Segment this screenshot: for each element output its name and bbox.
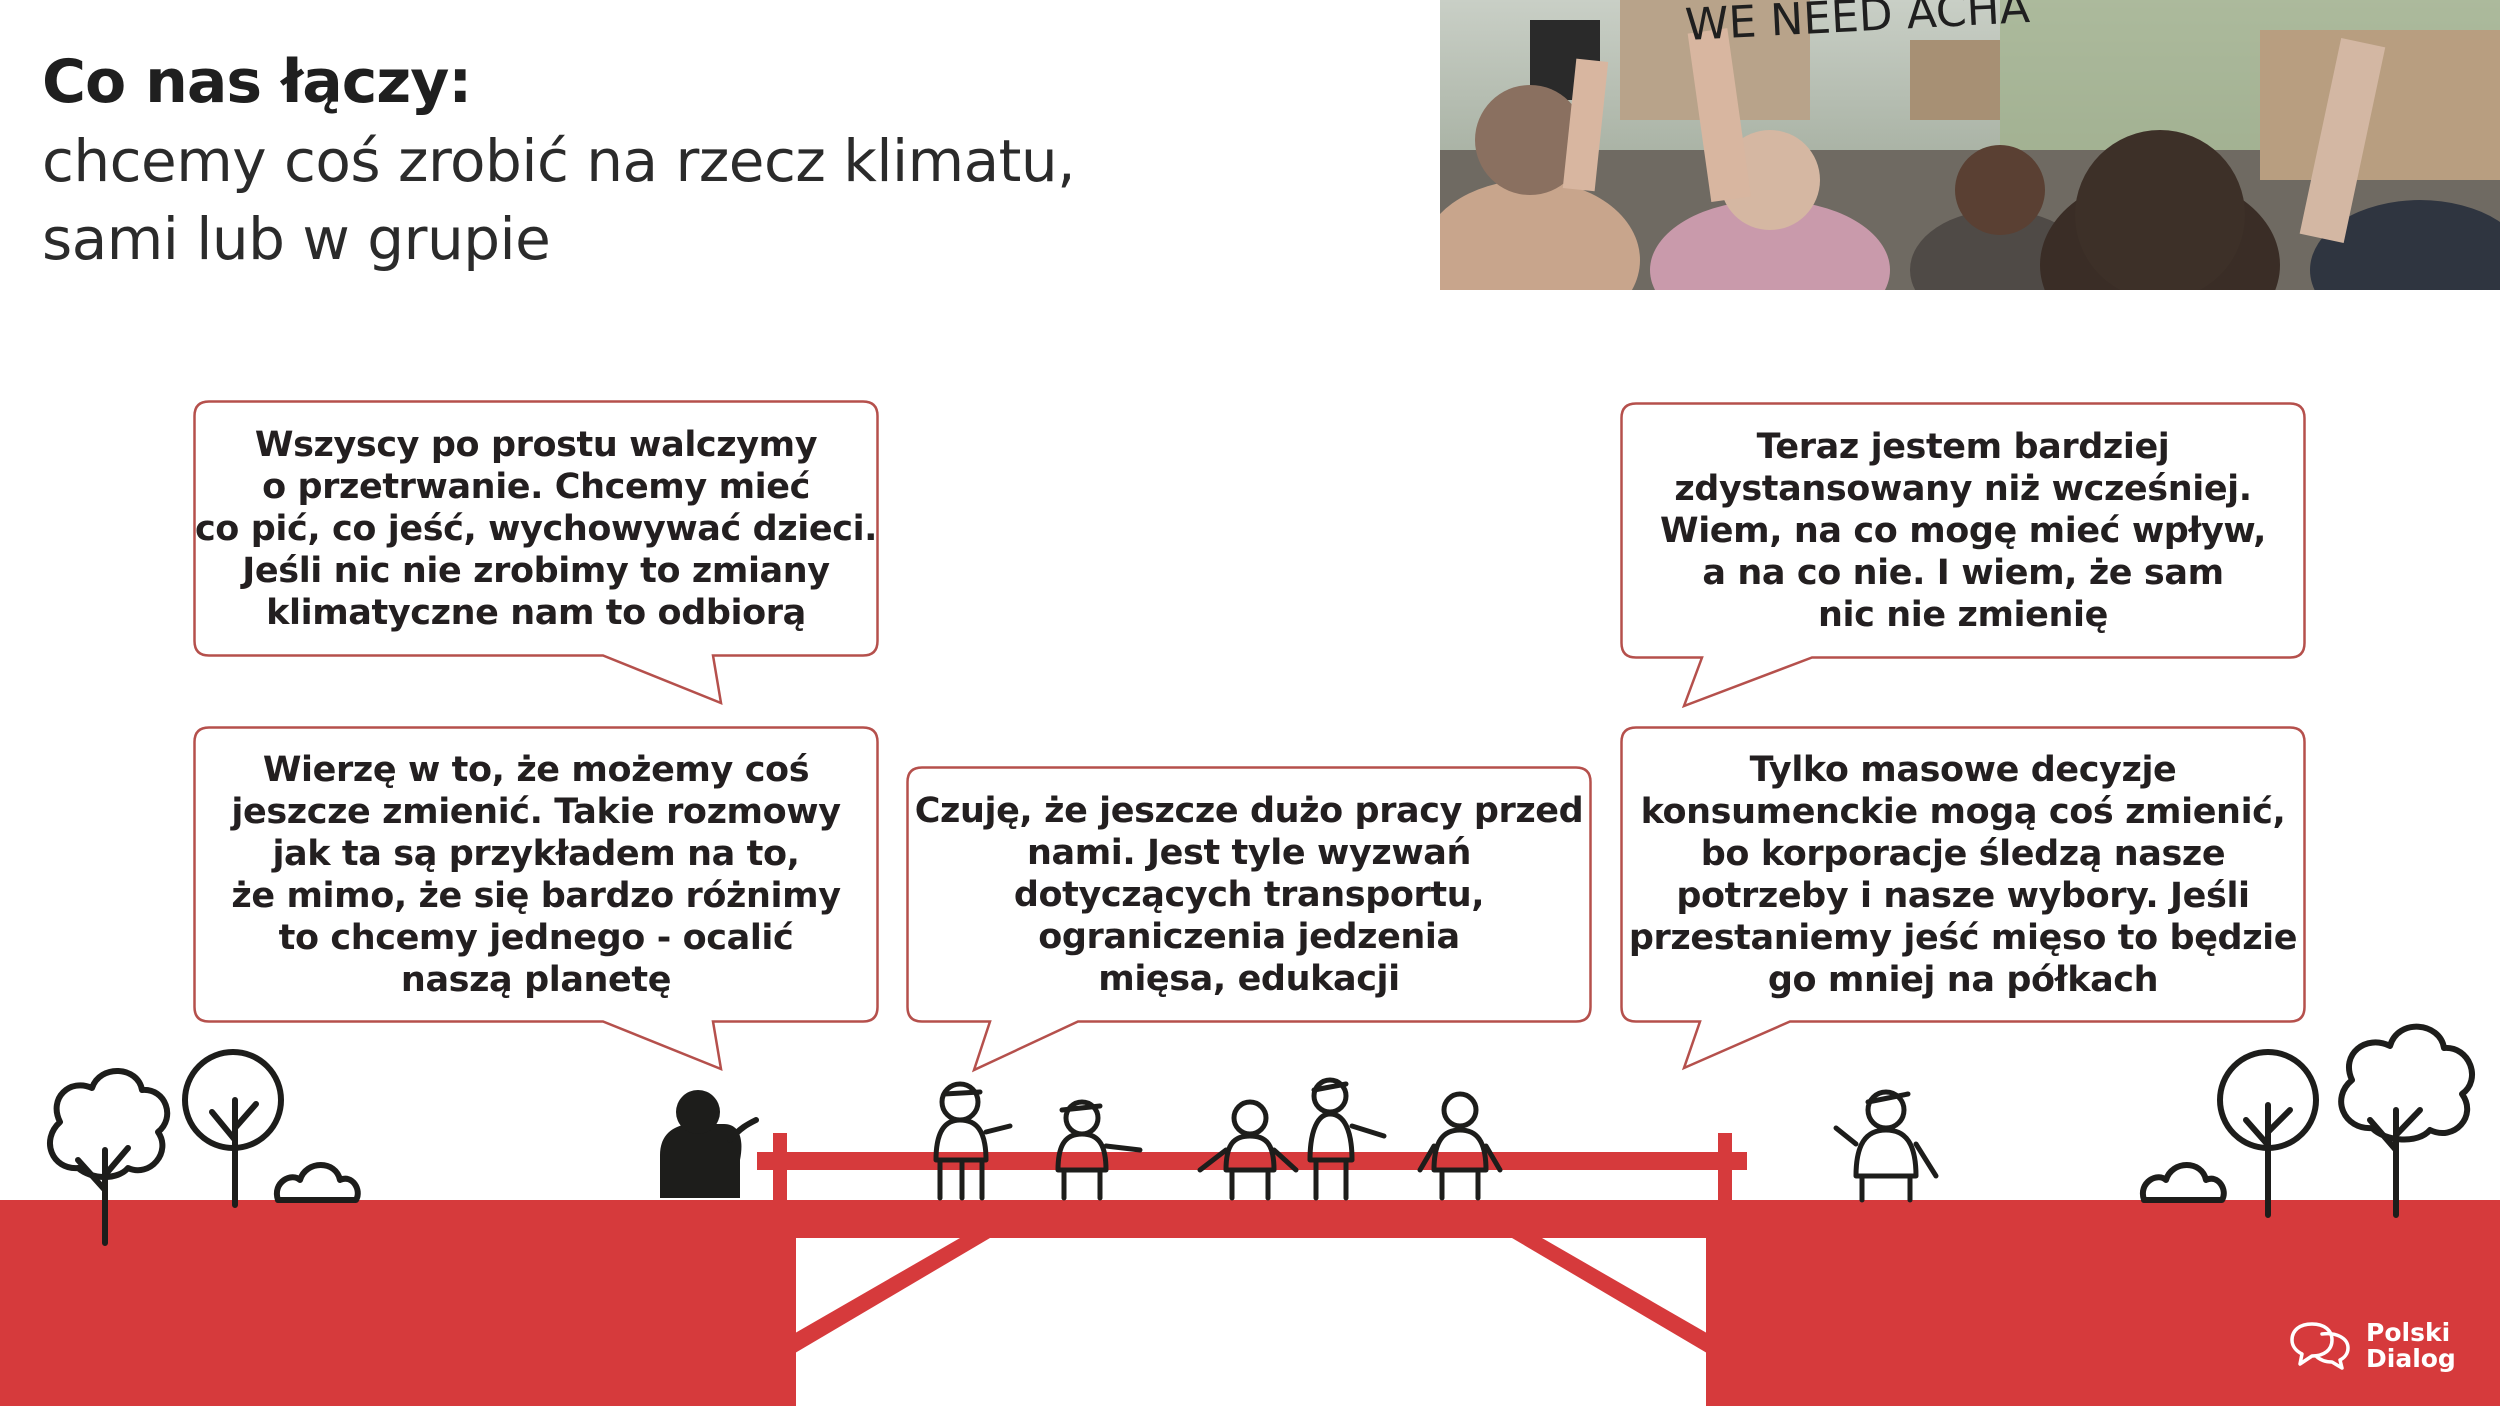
speech-bubble: Czuję, że jeszcze dużo pracy przed nami.… bbox=[906, 766, 1592, 1073]
bridge-rail bbox=[757, 1152, 1747, 1170]
speech-bubbles-icon bbox=[2290, 1322, 2350, 1370]
person-figure-icon bbox=[1055, 1099, 1143, 1201]
bridge-deck bbox=[757, 1200, 1747, 1238]
speech-bubble-text: Wierzę w to, że możemy coś jeszcze zmien… bbox=[231, 749, 841, 1000]
speech-bubble-frame bbox=[1620, 402, 2306, 709]
tree-icon bbox=[47, 1068, 171, 1246]
page-subtitle-line-2: sami lub w grupie bbox=[42, 205, 551, 273]
person-figure-icon bbox=[1197, 1099, 1299, 1201]
speech-bubble: Tylko masowe decyzje konsumenckie mogą c… bbox=[1620, 726, 2306, 1071]
page-title: Co nas łączy: bbox=[42, 47, 472, 117]
person-figure-icon bbox=[660, 1090, 759, 1198]
page-heading: Co nas łączy: chcemy coś zrobić na rzecz… bbox=[42, 42, 1402, 278]
speech-bubble-text: Tylko masowe decyzje konsumenckie mogą c… bbox=[1628, 749, 2298, 1000]
speech-bubble-frame bbox=[193, 400, 879, 705]
bush-icon bbox=[273, 1162, 361, 1203]
speech-bubble-frame bbox=[1620, 726, 2306, 1071]
logo-text: Polski Dialog bbox=[2366, 1318, 2456, 1373]
speech-bubble: Wierzę w to, że możemy coś jeszcze zmien… bbox=[193, 726, 879, 1071]
speech-bubble-text: Teraz jestem bardziej zdystansowany niż … bbox=[1660, 426, 2266, 635]
person-figure-icon bbox=[1417, 1091, 1503, 1201]
speech-bubble: Wszyscy po prostu walczymy o przetrwanie… bbox=[193, 400, 879, 705]
speech-bubble-text: Wszyscy po prostu walczymy o przetrwanie… bbox=[194, 424, 878, 633]
river-gap bbox=[790, 1238, 1712, 1406]
protest-photo: WE NEED ACHA bbox=[1440, 0, 2500, 290]
speech-bubble: Teraz jestem bardziej zdystansowany niż … bbox=[1620, 402, 2306, 709]
tree-icon bbox=[182, 1049, 284, 1208]
person-figure-icon bbox=[933, 1081, 1013, 1201]
tree-icon bbox=[2338, 1023, 2475, 1218]
person-figure-icon bbox=[1833, 1089, 1939, 1203]
ground bbox=[0, 1200, 2500, 1406]
page-subtitle-line-1: chcemy coś zrobić na rzecz klimatu, bbox=[42, 127, 1076, 195]
tree-icon bbox=[2217, 1049, 2319, 1218]
speech-bubble-frame bbox=[906, 766, 1592, 1073]
bush-icon bbox=[2139, 1162, 2227, 1203]
protest-photo-illustration bbox=[1440, 0, 2500, 290]
speech-bubble-frame bbox=[193, 726, 879, 1071]
polski-dialog-logo: Polski Dialog bbox=[2288, 1320, 2456, 1372]
person-figure-icon bbox=[1307, 1077, 1387, 1201]
speech-bubble-text: Czuję, że jeszcze dużo pracy przed nami.… bbox=[914, 790, 1584, 999]
